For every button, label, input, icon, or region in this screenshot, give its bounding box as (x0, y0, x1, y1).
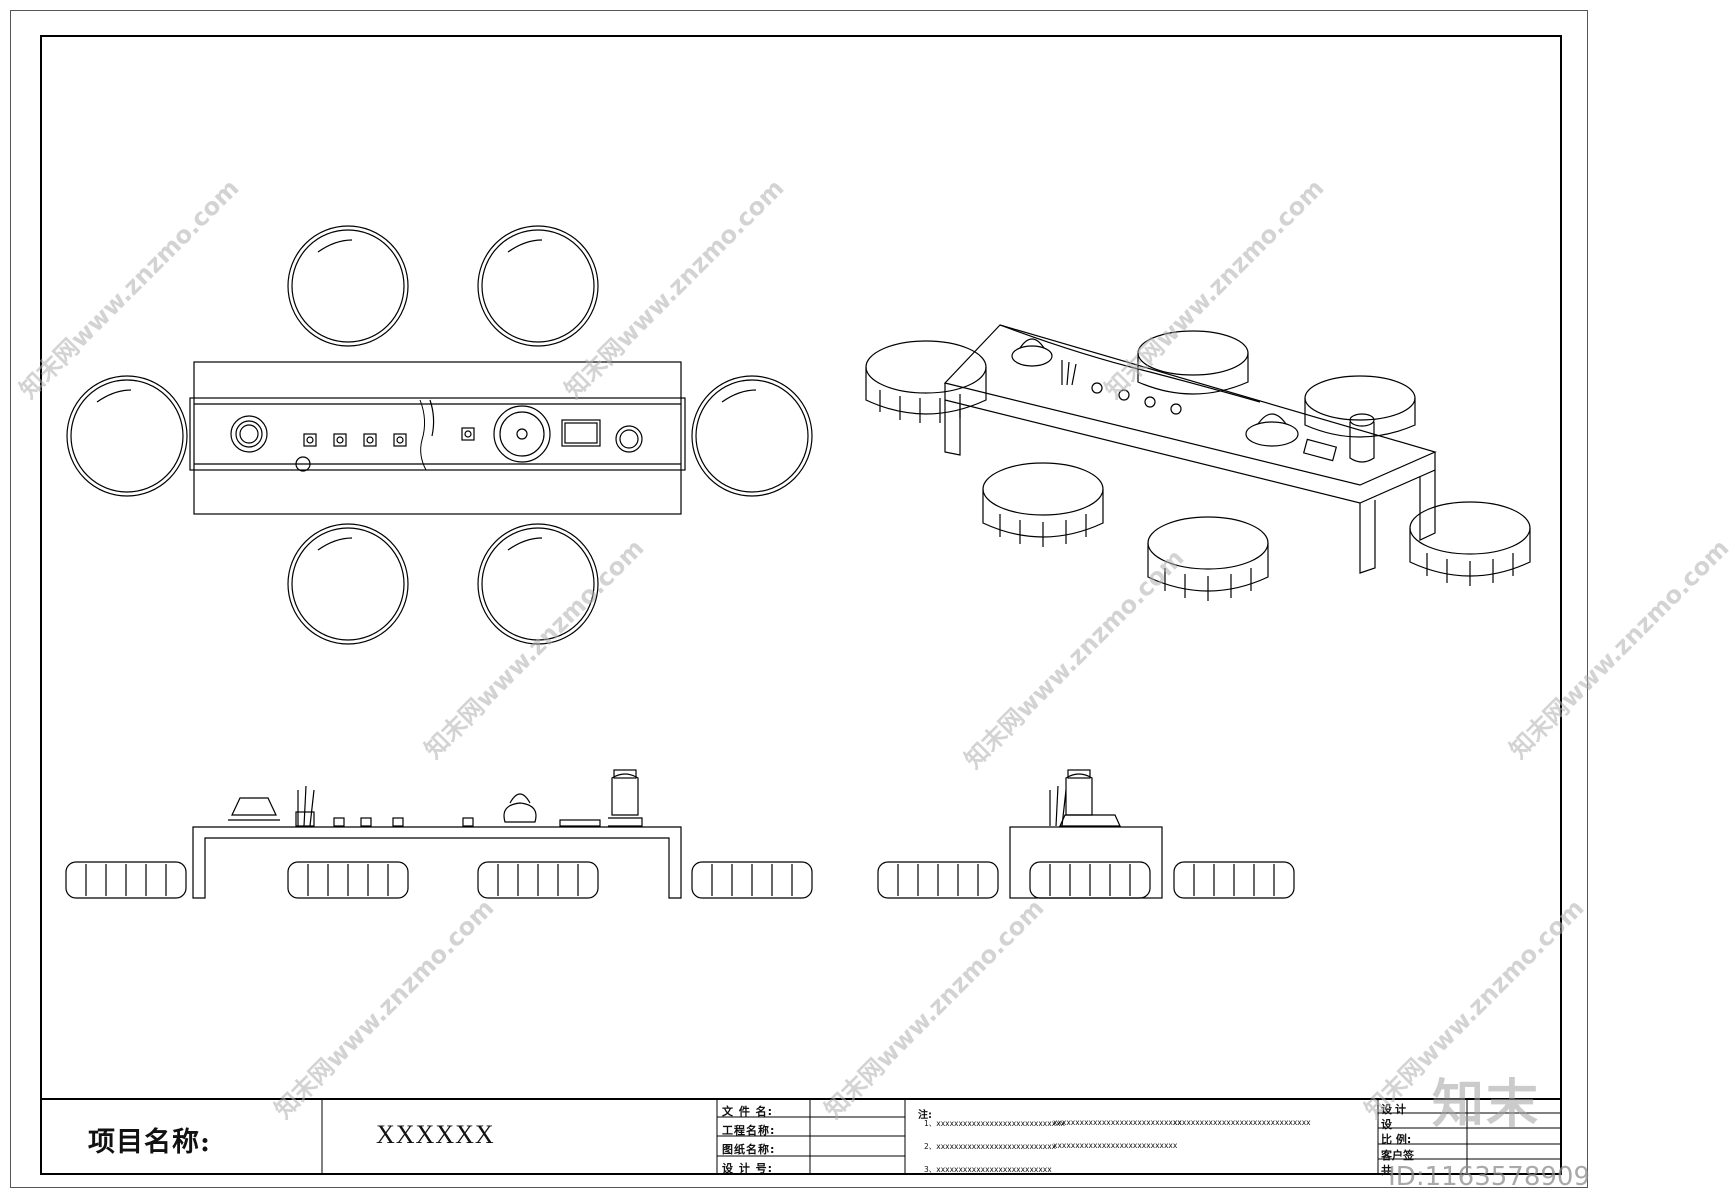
design-number-label: 设 计 号: (722, 1162, 774, 1175)
perspective-stool (865, 340, 987, 423)
plan-stool (477, 523, 599, 645)
elevation-stool (877, 861, 999, 899)
elevation-stool (1029, 861, 1151, 899)
perspective-stool (1137, 330, 1249, 395)
note-line: 1、xxxxxxxxxxxxxxxxxxxxxxxxxxxxx (924, 1119, 1065, 1128)
elevation-stool (477, 861, 599, 899)
elevation-stool (287, 861, 409, 899)
note-line: 2、xxxxxxxxxxxxxxxxxxxxxxxxxxx (924, 1142, 1057, 1151)
drawing-name-label: 图纸名称: (722, 1143, 776, 1156)
inner-border (40, 35, 1562, 1175)
perspective-view (865, 324, 1531, 601)
scale-label: 比 例: (1381, 1133, 1412, 1146)
design-label: 设 (1381, 1118, 1395, 1131)
plan-stool (287, 225, 409, 347)
note-line: xxxxxxxxxxxxxxxxxxxxxxxxxxxxx (1053, 1118, 1182, 1127)
perspective-table (943, 324, 1437, 574)
project-name-value: XXXXXX (376, 1120, 495, 1149)
file-name-label: 文 件 名: (722, 1105, 774, 1118)
project-title-label: 工程名称: (722, 1124, 776, 1137)
project-name-label: 项目名称: (88, 1127, 211, 1158)
outer-border (10, 10, 1588, 1188)
image-id: ID:1163578909 (1388, 1162, 1590, 1192)
brand-logo: 知末 (1431, 1075, 1540, 1135)
drawing-sheet: 项目名称: XXXXXX 文 件 名: 工程名称: 图纸名称: 设 计 号: 注… (10, 10, 1734, 1192)
title-block-grid (321, 1098, 1562, 1175)
plan-stool (477, 225, 599, 347)
perspective-stool (1147, 516, 1269, 601)
front-elevation (65, 769, 813, 899)
note-line: xxxxxxxxxxxxxxxxxxxxxxxxxxxx (1053, 1141, 1178, 1150)
note-line: xxxxxxxxxxxxxxxxxxxxxxxxxxxxxxx (1173, 1118, 1311, 1127)
elevation-stool (691, 861, 813, 899)
designer-label: 设计 (1381, 1103, 1409, 1116)
notes-heading: 注: (918, 1110, 932, 1121)
cad-drawing (65, 225, 1562, 1175)
perspective-stool (982, 462, 1104, 547)
plan-stool (287, 523, 409, 645)
elevation-stool (1173, 861, 1295, 899)
plan-view (66, 225, 813, 645)
plan-stool (66, 375, 188, 497)
perspective-stool (1304, 375, 1416, 438)
plan-table (189, 361, 686, 515)
note-line: 3、xxxxxxxxxxxxxxxxxxxxxxxxxx (924, 1165, 1052, 1174)
title-block: 项目名称: XXXXXX 文 件 名: 工程名称: 图纸名称: 设 计 号: 注… (40, 1098, 1562, 1177)
plan-stool (691, 375, 813, 497)
perspective-stool (1409, 501, 1531, 586)
client-sign-label: 客户签 (1381, 1149, 1414, 1162)
elevation-stool (65, 861, 187, 899)
total-pages-label: 共 (1381, 1164, 1395, 1177)
side-elevation (877, 769, 1295, 899)
